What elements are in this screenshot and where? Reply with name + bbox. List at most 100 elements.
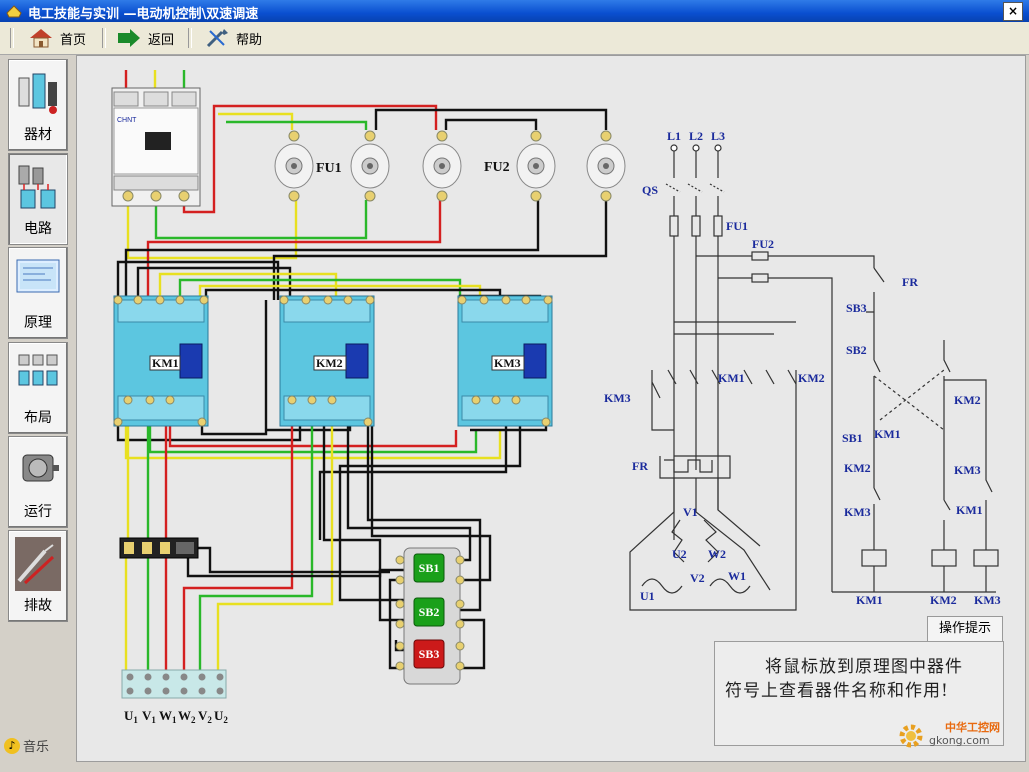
svg-text:V1: V1 [142, 708, 156, 725]
sidebar-item-label: 器材 [24, 127, 52, 143]
terminal-label: W [159, 708, 172, 723]
thermal-relay-fr[interactable] [119, 537, 199, 559]
window-title: 电工技能与实训 —电动机控制\双速调速 [28, 7, 259, 22]
sb1-label: SB1 [419, 561, 440, 575]
gear-logo-icon [899, 724, 923, 748]
svg-text:W2: W2 [178, 708, 196, 725]
back-button[interactable]: 返回 [116, 26, 174, 50]
fu2-label: FU2 [484, 160, 510, 175]
sb3-label: SB3 [419, 647, 440, 661]
km3-label: KM3 [494, 356, 521, 370]
help-tools-icon [206, 29, 228, 48]
music-note-icon: ♪ [4, 737, 20, 754]
fuse-holder[interactable] [516, 130, 556, 202]
fuse-holder[interactable] [274, 130, 314, 202]
back-icon [118, 29, 140, 47]
home-button[interactable]: 首页 [28, 26, 86, 50]
contactor-screws [113, 295, 553, 427]
back-label: 返回 [148, 32, 175, 48]
hint-line-2: 符号上查看器件名称和作用! [725, 681, 949, 701]
app-icon [6, 5, 22, 18]
contactor-km1[interactable]: KM1 [113, 295, 209, 427]
u1-label: U1 [640, 589, 655, 603]
terminal-subscript: 1 [133, 715, 138, 725]
terminal-labels: U1 V1 W1 W2 V2 U2 [124, 708, 228, 725]
home-label: 首页 [60, 32, 87, 48]
km1-interlock-label: KM1 [956, 503, 983, 517]
fuse-holder[interactable] [422, 130, 462, 202]
operation-hint-panel: 将鼠标放到原理图中器件 符号上查看器件名称和作用! [714, 641, 1004, 746]
phase-l3-label: L3 [711, 129, 725, 143]
km1-hold-label: KM1 [874, 427, 901, 441]
toolbar: 首页 返回 帮助 [0, 22, 1029, 55]
circuit-icon [18, 165, 56, 209]
fu2-schematic-label: FU2 [752, 237, 774, 251]
km2-main-label: KM2 [798, 371, 825, 385]
km2-interlock-label: KM2 [844, 461, 871, 475]
sb2-button[interactable]: SB2 [413, 597, 445, 627]
toolbar-separator [188, 28, 192, 48]
v1-label: V1 [683, 505, 698, 519]
sb2-schematic-label: SB2 [846, 343, 867, 357]
sidebar-item-equipment[interactable]: 器材 [8, 59, 68, 151]
sidebar-item-layout[interactable]: 布局 [8, 342, 68, 434]
fr-schematic-label: FR [632, 459, 648, 473]
motor-icon [22, 454, 59, 482]
km3-aux-label: KM3 [604, 391, 631, 405]
music-label: 音乐 [23, 740, 50, 755]
wires [116, 70, 608, 676]
terminal-label: V [198, 708, 208, 723]
sb3-schematic-label: SB3 [846, 301, 867, 315]
km2-label: KM2 [316, 356, 343, 370]
v2-label: V2 [690, 571, 705, 585]
sb3-button[interactable]: SB3 [413, 639, 445, 669]
sidebar-item-label: 排故 [24, 598, 52, 614]
fuse-holder[interactable] [586, 130, 626, 202]
help-button[interactable]: 帮助 [204, 26, 262, 50]
close-button[interactable]: × [1003, 2, 1023, 21]
sidebar-item-label: 电路 [24, 221, 52, 237]
svg-text:U2: U2 [214, 708, 228, 725]
fu1-schematic-label: FU1 [726, 219, 748, 233]
title-bar: 电工技能与实训 —电动机控制\双速调速 × [0, 0, 1029, 22]
layout-icon [18, 354, 58, 386]
contactor-km3[interactable]: KM3 [457, 295, 553, 427]
sb2-label: SB2 [419, 605, 440, 619]
contactor-km2[interactable]: KM2 [279, 295, 375, 427]
sidebar-item-label: 原理 [24, 315, 52, 331]
terminal-subscript: 2 [191, 715, 196, 725]
terminal-label: V [142, 708, 152, 723]
terminal-subscript: 2 [207, 715, 212, 725]
km2-hold-label: KM2 [954, 393, 981, 407]
circuit-breaker-qs[interactable]: CHNT [111, 87, 201, 207]
hint-line-1: 将鼠标放到原理图中器件 [765, 657, 963, 677]
w2-label: W2 [708, 547, 726, 561]
fuses[interactable]: FU1 FU2 [274, 130, 626, 202]
coil-km2-label: KM2 [930, 593, 957, 607]
fuse-holder[interactable] [350, 130, 390, 202]
phase-l2-label: L2 [689, 129, 703, 143]
window-bottom-edge [0, 762, 1029, 772]
sidebar-item-label: 布局 [24, 410, 52, 426]
schematic-labels: L1 L2 L3 QS FU1 FU2 FR SB3 SB2 KM3 KM1 K… [604, 129, 1001, 607]
terminal-label: W [178, 708, 191, 723]
tab-operation-hint[interactable]: 操作提示 [927, 616, 1003, 641]
svg-text:V2: V2 [198, 708, 212, 725]
sb1-schematic-label: SB1 [842, 431, 863, 445]
watermark-title: 中华工控网 [945, 721, 1000, 734]
help-label: 帮助 [236, 32, 263, 48]
sidebar-item-circuit[interactable]: 电路 [8, 153, 68, 245]
watermark-url: gkong.com [929, 734, 990, 747]
fu1-label: FU1 [316, 161, 342, 176]
sidebar-item-principle[interactable]: 原理 [8, 247, 68, 339]
schematic-icon [16, 259, 60, 293]
motor-terminal-block[interactable] [121, 669, 227, 699]
sb1-button[interactable]: SB1 [413, 553, 445, 583]
sidebar-item-troubleshoot[interactable]: 排故 [8, 530, 68, 622]
terminal-subscript: 1 [151, 715, 156, 725]
music-toggle[interactable]: ♪ 音乐 [4, 736, 49, 755]
terminal-label: U [124, 708, 134, 723]
sidebar-item-run[interactable]: 运行 [8, 436, 68, 528]
terminal-subscript: 2 [223, 715, 228, 725]
